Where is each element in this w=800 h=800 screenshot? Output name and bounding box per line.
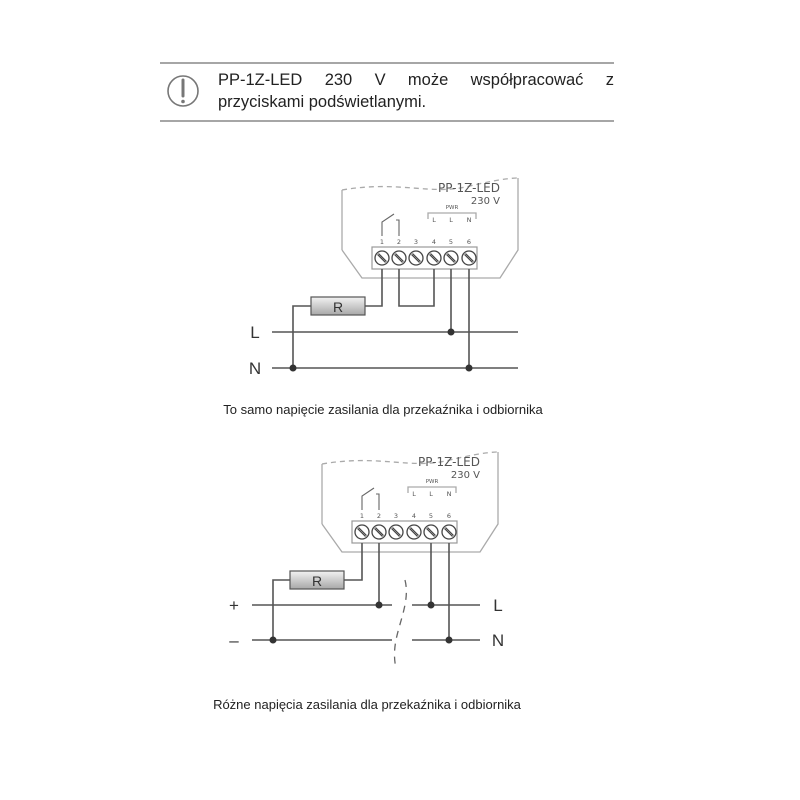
junction-dot [445, 636, 453, 644]
terminal-number: 1 [380, 238, 384, 246]
resistor: R [310, 296, 366, 316]
note-text: PP-1Z-LED 230 V może współpracować z prz… [218, 71, 614, 111]
junction-dot [465, 364, 473, 372]
terminal-block [351, 520, 458, 544]
terminal-screw-icon [461, 250, 477, 266]
terminal-label-n: N [447, 490, 452, 498]
resistor: R [289, 570, 345, 590]
terminal-screw-icon [374, 250, 390, 266]
module-voltage: 230 V [471, 196, 500, 207]
separation-break-line [393, 579, 407, 669]
terminal-number: 6 [467, 238, 471, 246]
terminal-screw-icon [391, 250, 407, 266]
diagram-same-voltage: PP-1Z-LED 230 V PWR L L N 1 2 3 4 5 6 [223, 177, 543, 417]
terminal-number: 3 [414, 238, 418, 246]
terminal-screw-icon [426, 250, 442, 266]
terminal-number: 4 [412, 512, 416, 520]
terminal-label-l: L [412, 490, 416, 498]
exclamation-circle-icon [167, 75, 199, 107]
line-label-n: N [249, 359, 261, 378]
module-voltage: 230 V [451, 470, 480, 481]
terminal-screw-icon [388, 524, 404, 540]
module-outline [321, 451, 499, 553]
terminal-number: 1 [360, 512, 364, 520]
caption: Różne napięcia zasilania dla przekaźnika… [213, 697, 522, 712]
terminal-screw-icon [423, 524, 439, 540]
terminal-label-l: L [432, 216, 436, 224]
module-outline [341, 177, 519, 279]
terminal-block [371, 246, 478, 270]
module-name: PP-1Z-LED [418, 455, 480, 469]
pwr-label: PWR [446, 205, 459, 211]
line-label-minus: – [229, 631, 239, 650]
terminal-screw-icon [441, 524, 457, 540]
resistor-label: R [333, 299, 343, 315]
diagram-different-voltage: PP-1Z-LED 230 V PWR L L N 1 2 3 4 5 6 [213, 451, 522, 712]
terminal-screw-icon [443, 250, 459, 266]
terminal-number: 2 [377, 512, 381, 520]
terminal-number: 5 [449, 238, 453, 246]
terminal-number: 5 [429, 512, 433, 520]
line-label-n: N [492, 631, 504, 650]
line-label-plus: + [229, 596, 239, 615]
terminal-number: 6 [447, 512, 451, 520]
terminal-number: 2 [397, 238, 401, 246]
junction-dot [427, 601, 435, 609]
terminal-label-l: L [429, 490, 433, 498]
module-name: PP-1Z-LED [438, 181, 500, 195]
junction-dot [289, 364, 297, 372]
junction-dot [269, 636, 277, 644]
terminal-number: 3 [394, 512, 398, 520]
caption: To samo napięcie zasilania dla przekaźni… [223, 402, 543, 417]
terminal-screw-icon [371, 524, 387, 540]
terminal-number: 4 [432, 238, 436, 246]
resistor-label: R [312, 573, 322, 589]
terminal-label-n: N [467, 216, 472, 224]
line-label-l: L [493, 596, 502, 615]
terminal-screw-icon [406, 524, 422, 540]
terminal-label-l: L [449, 216, 453, 224]
junction-dot [375, 601, 383, 609]
relay-switch-icon [361, 487, 380, 510]
terminal-screw-icon [354, 524, 370, 540]
relay-switch-icon [381, 213, 400, 236]
line-label-l: L [250, 323, 259, 342]
terminal-screw-icon [408, 250, 424, 266]
pwr-label: PWR [426, 479, 439, 485]
junction-dot [447, 328, 455, 336]
